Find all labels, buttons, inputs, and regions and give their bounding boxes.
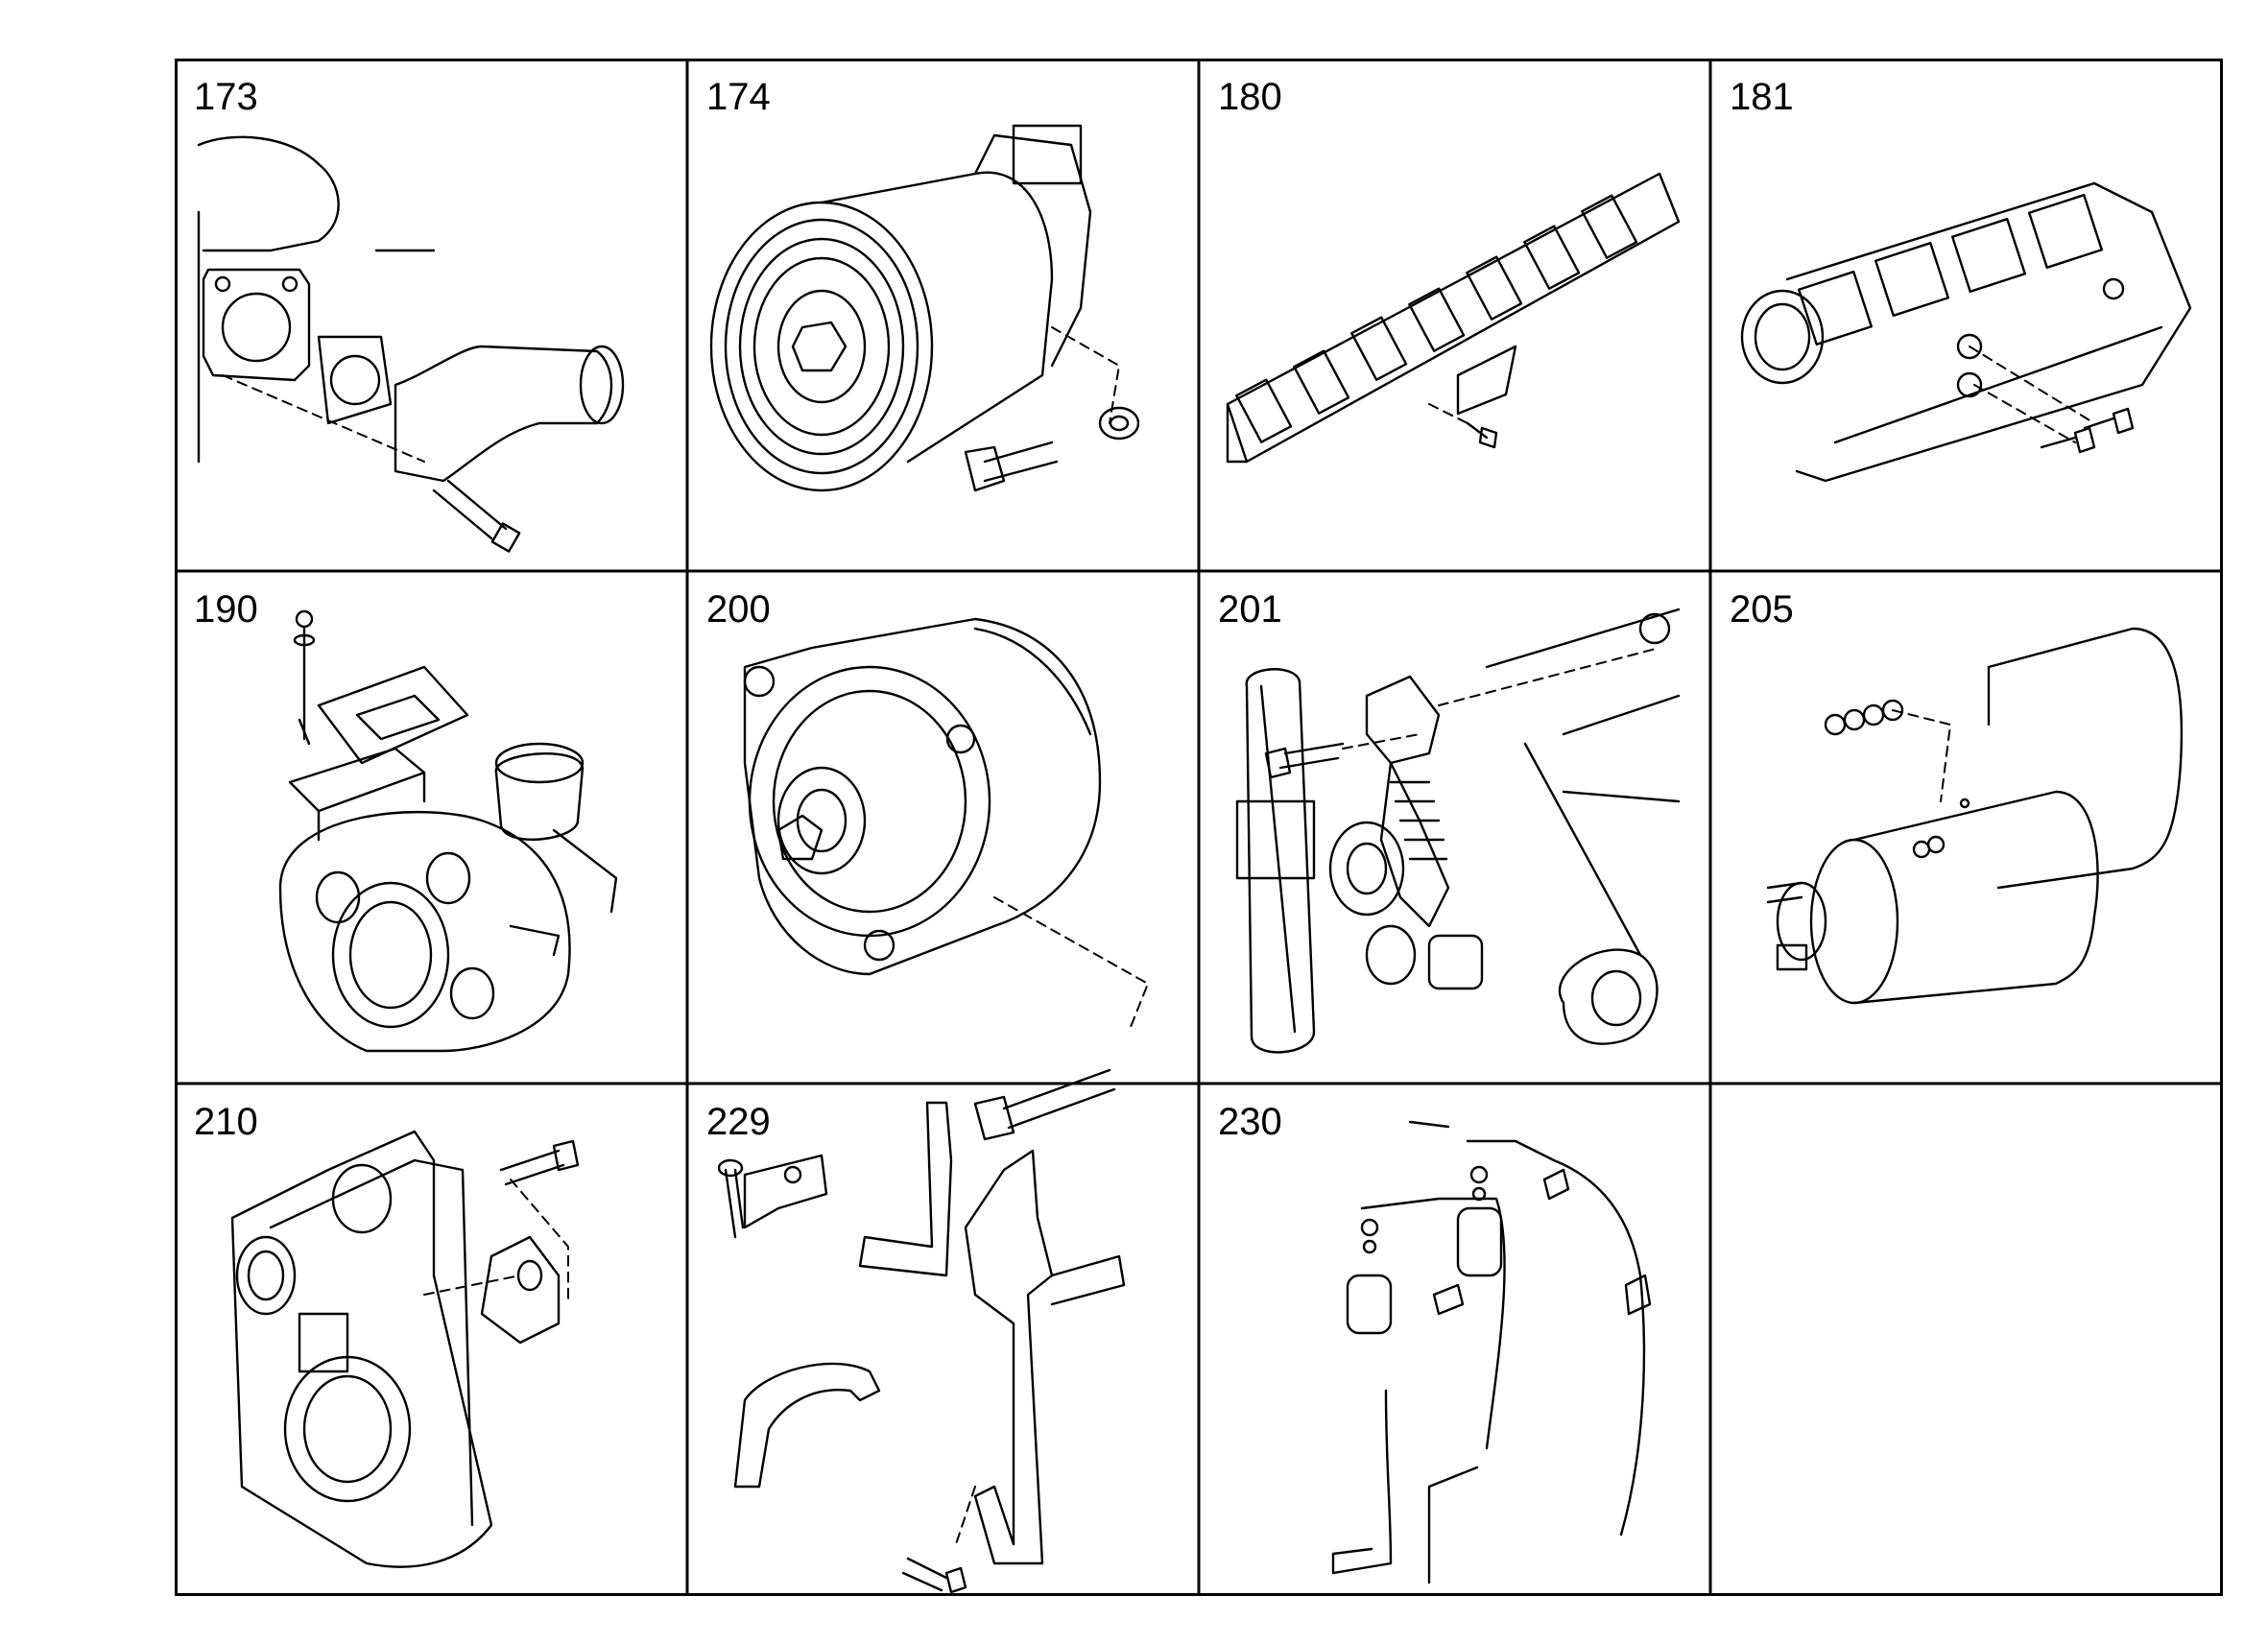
turbocharger-icon (278, 609, 618, 1053)
pulley-drive-icon (709, 124, 1140, 492)
cell-210[interactable]: 210 (175, 1084, 687, 1596)
cell-number: 201 (1218, 588, 1282, 631)
cell-number: 230 (1218, 1101, 1282, 1143)
cell-number: 190 (194, 588, 258, 631)
cell-number: 180 (1218, 76, 1282, 118)
rocker-housing-icon (1740, 181, 2192, 483)
brackets-icon (717, 1101, 1126, 1594)
cell-number: 200 (706, 588, 771, 631)
cell-number: 229 (706, 1101, 771, 1143)
alternator-icon (743, 617, 1149, 1141)
cell-180[interactable]: 180 (1199, 59, 1710, 571)
cell-number: 173 (194, 76, 258, 118)
belt-tensioner-icon (1235, 608, 1681, 1054)
starter-motor-icon (1766, 627, 2184, 1005)
exhaust-elbow-icon (197, 135, 625, 553)
cell-190[interactable]: 190 (175, 571, 687, 1084)
cell-number: 205 (1730, 588, 1794, 631)
cell-229[interactable]: 229 (687, 1084, 1199, 1596)
cell-201[interactable]: 201 (1199, 571, 1710, 1084)
cell-200[interactable]: 200 (687, 571, 1199, 1141)
cell-181[interactable]: 181 (1710, 59, 2223, 571)
grid-lines (175, 59, 2223, 1596)
cell-number: 210 (194, 1101, 258, 1143)
cell-230[interactable]: 230 (1199, 1084, 1710, 1596)
cell-205[interactable]: 205 (1710, 571, 2223, 1084)
cell-number: 174 (706, 76, 771, 118)
cell-number: 181 (1730, 76, 1794, 118)
rocker-assembly-icon (1226, 172, 1681, 464)
timing-case-icon (230, 1130, 580, 1568)
cell-173[interactable]: 173 (175, 59, 687, 571)
parts-grid: 173 174 (175, 59, 2223, 1596)
wiring-harness-icon (1331, 1120, 1652, 1584)
cell-174[interactable]: 174 (687, 59, 1199, 571)
